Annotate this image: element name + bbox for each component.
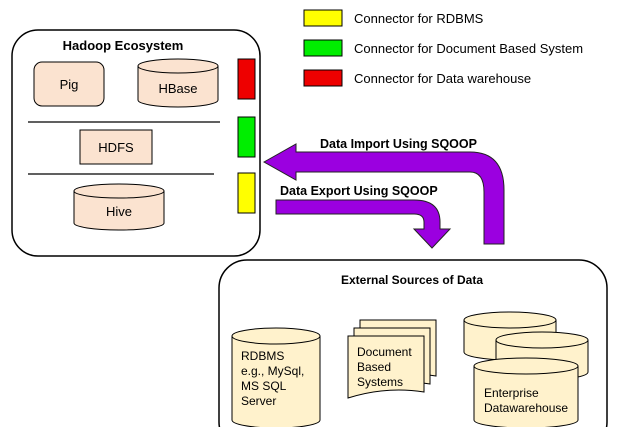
data-export-label: Data Export Using SQOOP — [280, 184, 438, 198]
rdbms-line-4: Server — [241, 394, 276, 408]
hadoop-ecosystem-title: Hadoop Ecosystem — [63, 38, 184, 53]
document-line-2: Based — [357, 360, 391, 374]
hive-cylinder: Hive — [73, 183, 165, 231]
rdbms-line-1: RDBMS — [241, 349, 284, 363]
data-import-arrow: Data Import Using SQOOP — [262, 137, 505, 245]
document-stack: Document Based Systems — [347, 319, 437, 399]
external-sources-title: External Sources of Data — [341, 273, 483, 287]
hdfs-label: HDFS — [98, 140, 134, 155]
legend-swatch-document — [303, 39, 343, 57]
legend-label-warehouse: Connector for Data warehouse — [354, 71, 531, 86]
rdbms-line-3: MS SQL — [241, 379, 287, 393]
rdbms-cylinder: RDBMS e.g., MySql, MS SQL Server — [231, 327, 321, 429]
connector-rdbms — [237, 172, 256, 214]
legend-swatch-rdbms — [303, 9, 343, 27]
rdbms-line-2: e.g., MySql, — [241, 364, 304, 378]
rdbms-label: RDBMS e.g., MySql, MS SQL Server — [241, 349, 308, 408]
legend: Connector for RDBMS Connector for Docume… — [303, 9, 583, 87]
hive-label: Hive — [106, 204, 132, 219]
hbase-cylinder: HBase — [137, 58, 219, 108]
document-line-1: Document — [357, 345, 412, 359]
warehouse-cylinders: Enterprise Datawarehouse — [463, 311, 589, 429]
warehouse-line-1: Enterprise — [484, 386, 539, 400]
document-line-3: Systems — [357, 375, 403, 389]
external-sources: External Sources of Data RDBMS e.g., MyS… — [218, 259, 608, 432]
hdfs-box — [79, 129, 153, 165]
pig-label: Pig — [60, 77, 79, 92]
warehouse-line-2: Datawarehouse — [484, 401, 568, 415]
pig-box — [33, 61, 105, 107]
legend-swatch-warehouse — [303, 69, 343, 87]
warehouse-label: Enterprise Datawarehouse — [484, 386, 568, 415]
legend-label-rdbms: Connector for RDBMS — [354, 11, 484, 26]
data-export-arrow: Data Export Using SQOOP — [275, 184, 452, 249]
data-import-label: Data Import Using SQOOP — [320, 137, 477, 151]
legend-label-document: Connector for Document Based System — [354, 41, 583, 56]
connector-warehouse — [237, 58, 256, 100]
document-label: Document Based Systems — [357, 345, 415, 389]
connector-document — [237, 116, 256, 158]
hbase-label: HBase — [158, 81, 197, 96]
hadoop-ecosystem: Hadoop Ecosystem Pig HBase HDFS Hive — [11, 29, 261, 257]
